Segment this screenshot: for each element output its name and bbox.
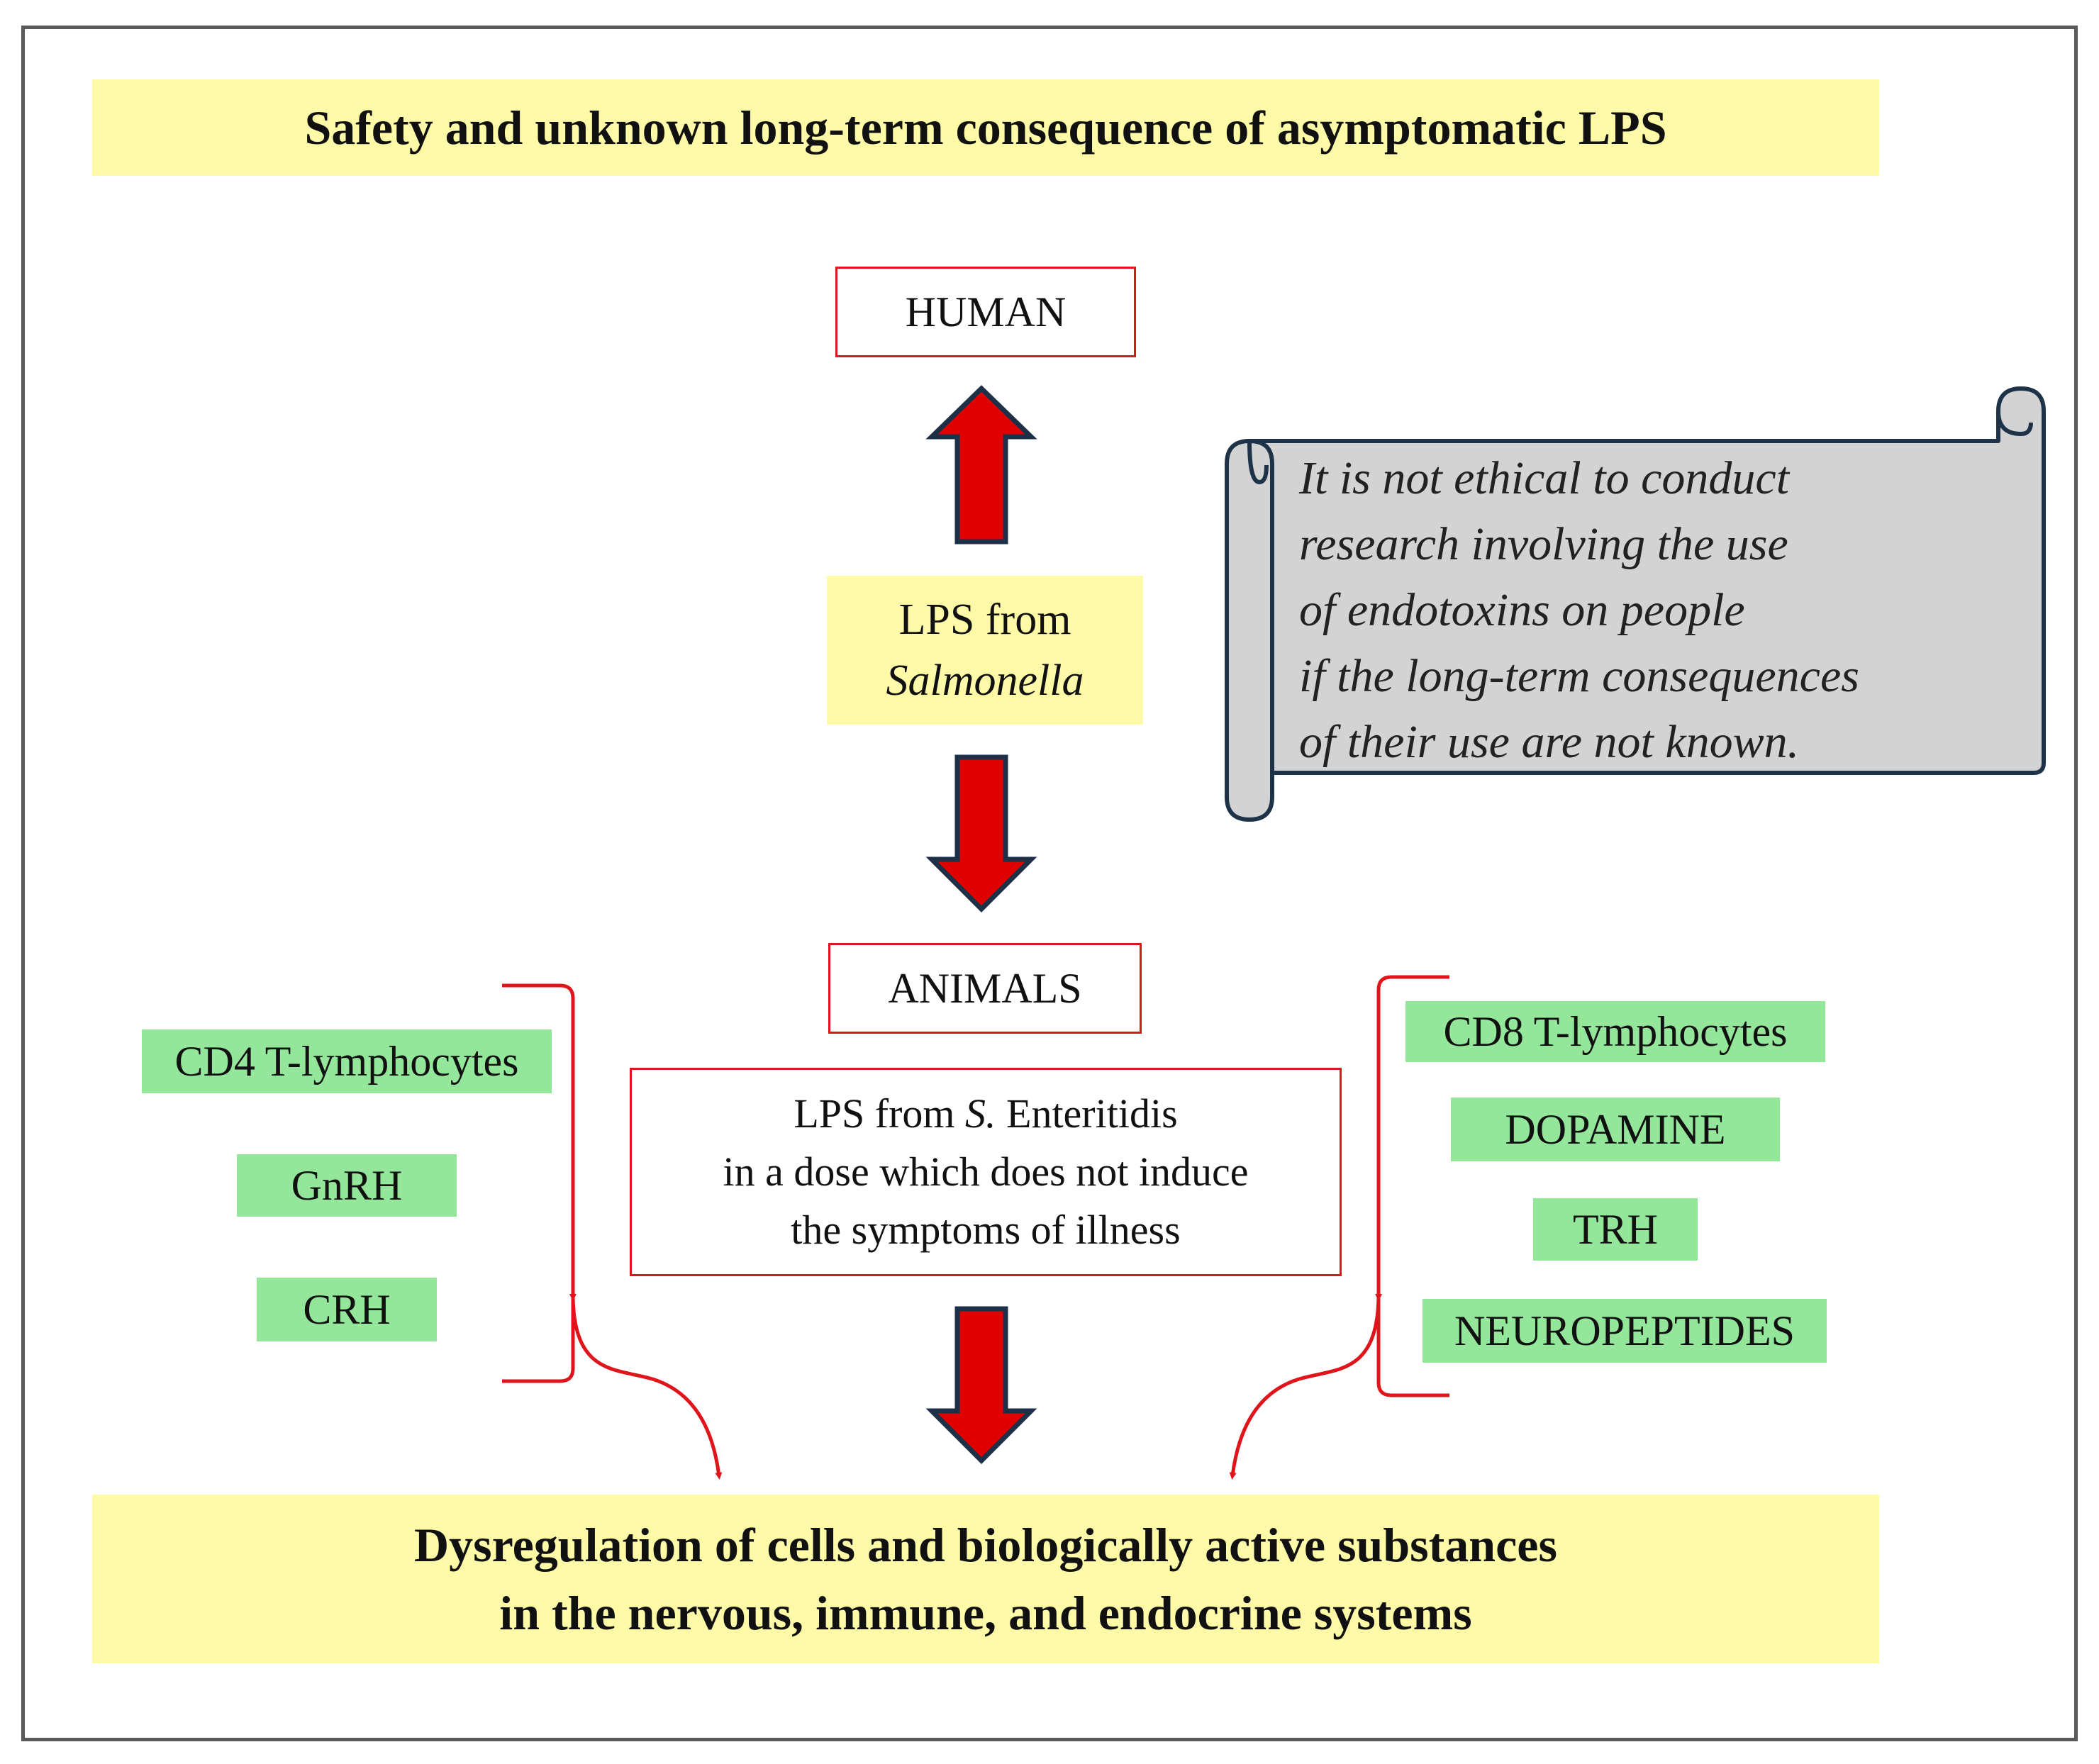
outcome-line1: Dysregulation of cells and biologically … — [414, 1518, 1557, 1572]
lps-dose-line1: LPS from S. Enteritidis — [794, 1090, 1178, 1137]
outcome-banner: Dysregulation of cells and biologically … — [92, 1495, 1879, 1663]
scroll-note-line: if the long-term consequences — [1299, 650, 1859, 702]
human-box: HUMAN — [835, 267, 1136, 357]
label-gnrh: GnRH — [237, 1154, 457, 1217]
scroll-note-text: It is not ethical to conduct research in… — [1299, 445, 1994, 775]
scroll-note-line: research involving the use — [1299, 518, 1788, 570]
figure-title: Safety and unknown long-term consequence… — [92, 79, 1879, 176]
label-cd8-t-lymphocytes: CD8 T-lymphocytes — [1405, 1001, 1825, 1062]
animals-box: ANIMALS — [828, 943, 1142, 1034]
lps-salmonella-line1: LPS from — [898, 596, 1071, 644]
label-crh: CRH — [257, 1278, 437, 1341]
right-bracket — [1376, 975, 1449, 1397]
label-dopamine: DOPAMINE — [1451, 1098, 1780, 1161]
label-neuropeptides: NEUROPEPTIDES — [1422, 1299, 1827, 1363]
left-bracket — [502, 983, 575, 1383]
scroll-note-line: of endotoxins on people — [1299, 584, 1745, 636]
figure-frame — [21, 26, 2078, 1741]
scroll-note-line: It is not ethical to conduct — [1299, 452, 1790, 504]
down-arrow-outcome — [925, 1306, 1037, 1464]
lps-dose-box: LPS from S. Enteritidis in a dose which … — [630, 1068, 1342, 1276]
lps-dose-line2: in a dose which does not induce — [723, 1149, 1249, 1195]
label-cd4-t-lymphocytes: CD4 T-lymphocytes — [142, 1029, 552, 1093]
right-curved-arrow — [1229, 1293, 1383, 1480]
lps-salmonella-box: LPS from Salmonella — [827, 576, 1143, 725]
scroll-note-shape — [1225, 386, 2046, 822]
up-arrow — [925, 385, 1037, 545]
scroll-note-line: of their use are not known. — [1299, 716, 1800, 768]
lps-salmonella-line2: Salmonella — [886, 657, 1084, 705]
outcome-line2: in the nervous, immune, and endocrine sy… — [499, 1586, 1472, 1640]
label-trh: TRH — [1533, 1198, 1698, 1261]
left-curved-arrow — [569, 1293, 723, 1480]
down-arrow-animals — [925, 754, 1037, 912]
lps-dose-line3: the symptoms of illness — [791, 1207, 1181, 1253]
